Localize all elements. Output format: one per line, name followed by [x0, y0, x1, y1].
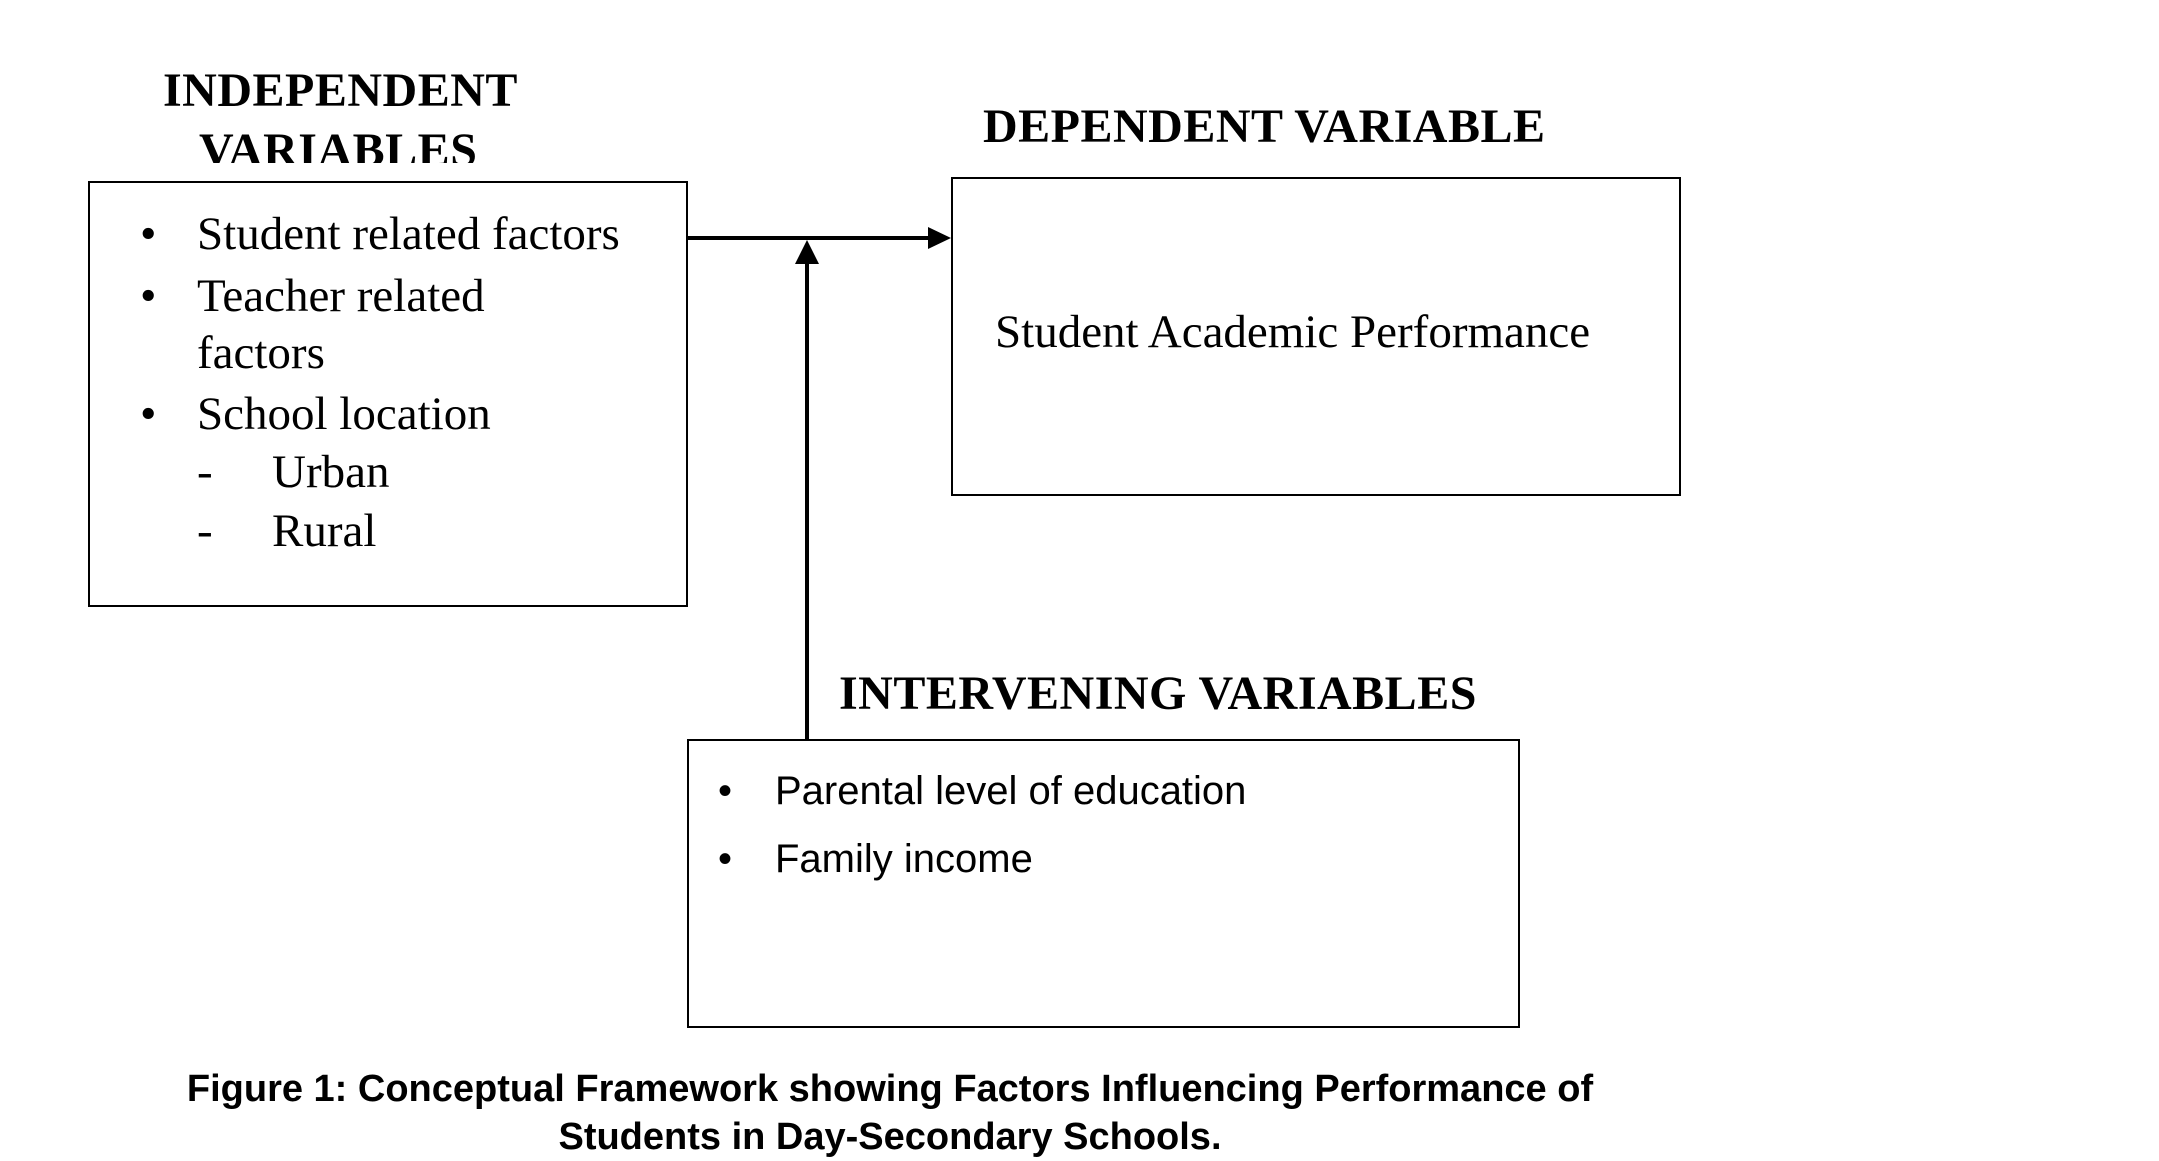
independent-variables-box	[88, 181, 688, 607]
intervening-variables-box	[687, 739, 1520, 1028]
list-item: Parental level of education	[775, 769, 1247, 813]
bullet: •	[718, 769, 733, 813]
list-item: Student related factors	[197, 208, 620, 260]
figure-caption-line1: Figure 1: Conceptual Framework showing F…	[186, 1068, 1594, 1110]
arrowhead-up-icon	[795, 240, 819, 264]
arrowhead-right-icon	[928, 227, 951, 249]
bullet: •	[718, 837, 733, 881]
dependent-variable-box	[951, 177, 1681, 496]
list-item: Family income	[775, 837, 1033, 881]
independent-title-line2: VARIABLES	[199, 124, 478, 163]
sub-list-item: Rural	[272, 505, 377, 557]
dependent-title: DEPENDENT VARIABLE	[983, 100, 1546, 153]
dependent-variable-text: Student Academic Performance	[995, 306, 1591, 358]
sub-list-item: Urban	[272, 446, 390, 498]
bullet: •	[140, 270, 157, 322]
intervening-title: INTERVENING VARIABLES	[839, 667, 1477, 720]
independent-title: INDEPENDENT	[163, 64, 518, 117]
figure-caption-line2: Students in Day-Secondary Schools.	[558, 1116, 1222, 1158]
list-item: Teacher related	[197, 270, 485, 322]
bullet: •	[140, 208, 157, 260]
list-item: School location	[197, 388, 491, 440]
bullet: •	[140, 388, 157, 440]
dash: -	[197, 505, 213, 557]
list-item-continuation: factors	[197, 327, 325, 379]
dash: -	[197, 446, 213, 498]
